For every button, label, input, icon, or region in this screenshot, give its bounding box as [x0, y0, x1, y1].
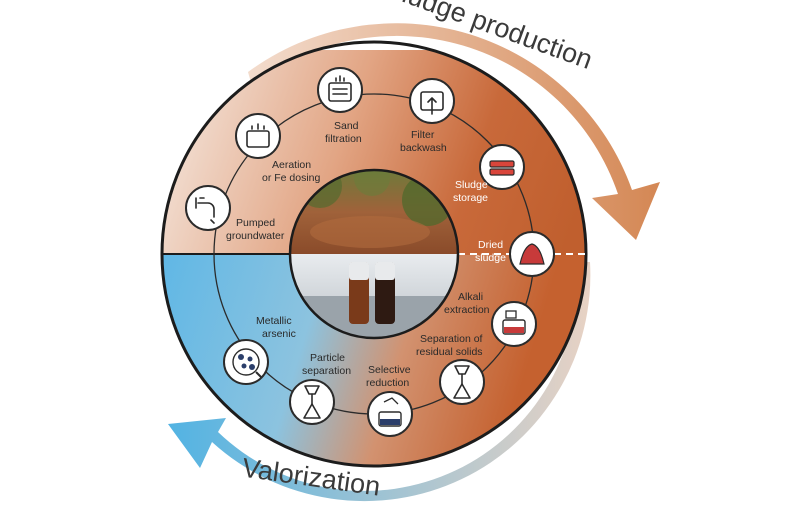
step-label-line: Particle [310, 352, 345, 364]
step-label-line: or Fe dosing [262, 172, 321, 184]
aeration-tank-icon [246, 123, 270, 148]
separation-funnel-icon [303, 385, 321, 419]
step-label-line: sludge [475, 252, 506, 264]
sludge-production-arrow [248, 23, 660, 240]
step-label-line: Dried [478, 239, 503, 251]
step-label-line: residual solids [416, 346, 483, 358]
sand-filter-icon [328, 75, 352, 102]
step-label-line: Alkali [458, 291, 483, 303]
step-label-line: Filter [411, 129, 435, 141]
reduction-vessel-icon [378, 397, 402, 427]
step-label-line: storage [453, 192, 488, 204]
step-label-line: reduction [366, 377, 409, 389]
sludge-pile-icon [519, 243, 545, 265]
step-label-line: separation [302, 365, 351, 377]
step-label-line: arsenic [262, 328, 296, 340]
step-label-line: Sand [334, 120, 359, 132]
step-label-line: filtration [325, 133, 362, 145]
extraction-beaker-icon [502, 310, 526, 335]
faucet-icon [195, 197, 215, 224]
cycle-disc [160, 40, 588, 468]
step-label-line: Selective [368, 364, 411, 376]
arsenic-particles-icon [232, 348, 263, 379]
step-label-line: backwash [400, 142, 447, 154]
step-label-line: Sludge [455, 179, 488, 191]
step-label-line: Metallic [256, 315, 292, 327]
step-label-line: Pumped [236, 217, 275, 229]
step-label-line: Separation of [420, 333, 483, 345]
step-label-line: groundwater [226, 230, 285, 242]
step-label-line: Aeration [272, 159, 311, 171]
backwash-icon [420, 91, 444, 115]
filter-funnel-icon [453, 365, 471, 399]
storage-tray-icon [489, 160, 515, 176]
step-label-line: extraction [444, 304, 490, 316]
